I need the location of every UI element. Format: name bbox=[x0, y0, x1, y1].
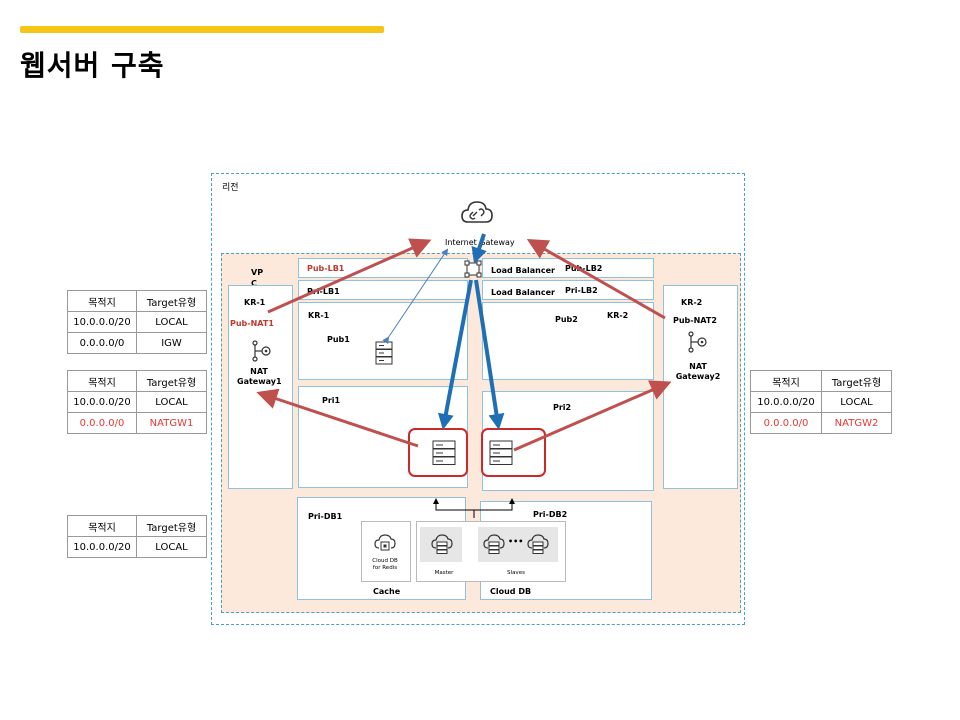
pri-lb2-label: Pri-LB2 bbox=[565, 286, 598, 295]
header-destination: 목적지 bbox=[67, 515, 137, 537]
thin-arrow-pub1-lb bbox=[382, 248, 449, 345]
kr2-zone-label: KR-2 bbox=[681, 298, 703, 307]
load-balancer-label-1: Load Balancer bbox=[491, 266, 555, 275]
cell-target: LOCAL bbox=[136, 536, 207, 558]
redis-chip-icon bbox=[374, 533, 396, 553]
web-server-2-highlight bbox=[481, 428, 546, 477]
blue-arrow-lb-to-server1 bbox=[437, 279, 473, 430]
cell-destination: 10.0.0.0/20 bbox=[750, 391, 822, 413]
red-arrow-nat1-to-igw bbox=[267, 238, 432, 314]
cell-destination: 0.0.0.0/0 bbox=[750, 412, 822, 434]
red-arrow-server2-to-nat2 bbox=[513, 380, 672, 452]
pub-lb1-label: Pub-LB1 bbox=[307, 264, 345, 273]
pub1-label: Pub1 bbox=[327, 335, 350, 344]
pri-db2-label: Pri-DB2 bbox=[533, 510, 568, 519]
pub-lb2-label: Pub-LB2 bbox=[565, 264, 603, 273]
blue-arrow-igw-to-lb bbox=[471, 233, 487, 264]
cell-destination: 0.0.0.0/0 bbox=[67, 412, 137, 434]
header-target-type: Target유형 bbox=[136, 370, 207, 392]
pub-nat1-label: Pub-NAT1 bbox=[230, 319, 274, 328]
pri2-label: Pri2 bbox=[553, 403, 572, 412]
pub2-subnet-box bbox=[482, 302, 654, 380]
slaves-ellipsis: ••• bbox=[508, 537, 524, 546]
pub2-label: Pub2 bbox=[555, 315, 578, 324]
cell-destination: 10.0.0.0/20 bbox=[67, 536, 137, 558]
nat-gateway1-label: NAT Gateway1 bbox=[237, 367, 282, 386]
cell-destination: 10.0.0.0/20 bbox=[67, 391, 137, 413]
header-target-type: Target유형 bbox=[136, 515, 207, 537]
pri1-subnet-box bbox=[298, 386, 468, 488]
pri-lb2-box bbox=[482, 280, 654, 300]
cell-target: LOCAL bbox=[136, 391, 207, 413]
cloud-link-icon bbox=[460, 198, 494, 226]
cell-target: LOCAL bbox=[136, 311, 207, 333]
cell-destination: 10.0.0.0/20 bbox=[67, 311, 137, 333]
region-label: 리전 bbox=[222, 183, 239, 193]
page-title: 웹서버 구축 bbox=[20, 49, 165, 82]
kr1-inner-label: KR-1 bbox=[308, 311, 330, 320]
red-arrow-nat2-to-igw bbox=[526, 239, 666, 320]
header-destination: 목적지 bbox=[67, 370, 137, 392]
blue-arrow-lb-to-server2 bbox=[474, 279, 505, 430]
redis-label: Cloud DB for Redis bbox=[372, 558, 398, 571]
nat-gateway2-label: NAT Gateway2 bbox=[675, 362, 721, 381]
db-cloud-icon bbox=[431, 532, 453, 554]
cell-target: LOCAL bbox=[821, 391, 892, 413]
server-icon bbox=[489, 440, 513, 466]
red-arrow-server1-to-nat1 bbox=[256, 388, 419, 448]
header-target-type: Target유형 bbox=[136, 290, 207, 312]
kr2-inner-label: KR-2 bbox=[607, 311, 629, 320]
slaves-label: Slaves bbox=[507, 570, 525, 576]
cloud-db-label: Cloud DB bbox=[490, 587, 532, 596]
header-target-type: Target유형 bbox=[821, 370, 892, 392]
db-connector bbox=[435, 498, 515, 511]
cell-target: NATGW1 bbox=[136, 412, 207, 434]
title-accent-bar bbox=[20, 26, 384, 33]
cell-destination: 0.0.0.0/0 bbox=[67, 332, 137, 354]
server-icon bbox=[432, 440, 456, 466]
cache-label: Cache bbox=[373, 587, 401, 596]
cell-target: IGW bbox=[136, 332, 207, 354]
load-balancer-label-2: Load Balancer bbox=[491, 288, 555, 297]
pub-lb2-box bbox=[482, 258, 654, 278]
pri-db1-label: Pri-DB1 bbox=[308, 512, 343, 521]
kr1-zone-label: KR-1 bbox=[244, 298, 266, 307]
cell-target: NATGW2 bbox=[821, 412, 892, 434]
pub-nat2-label: Pub-NAT2 bbox=[673, 316, 717, 325]
header-destination: 목적지 bbox=[750, 370, 822, 392]
vpc-label: VP C bbox=[251, 268, 264, 288]
redis-box bbox=[361, 521, 411, 582]
header-destination: 목적지 bbox=[67, 290, 137, 312]
nat-gateway-icon bbox=[250, 340, 272, 362]
db-cloud-icon bbox=[483, 532, 505, 554]
nat-gateway-icon bbox=[686, 331, 708, 353]
kr1-zone-box bbox=[228, 285, 293, 489]
pri1-label: Pri1 bbox=[322, 396, 341, 405]
db-cloud-icon bbox=[527, 532, 549, 554]
master-label: Master bbox=[434, 570, 454, 576]
pri-lb1-label: Pri-LB1 bbox=[307, 287, 340, 296]
